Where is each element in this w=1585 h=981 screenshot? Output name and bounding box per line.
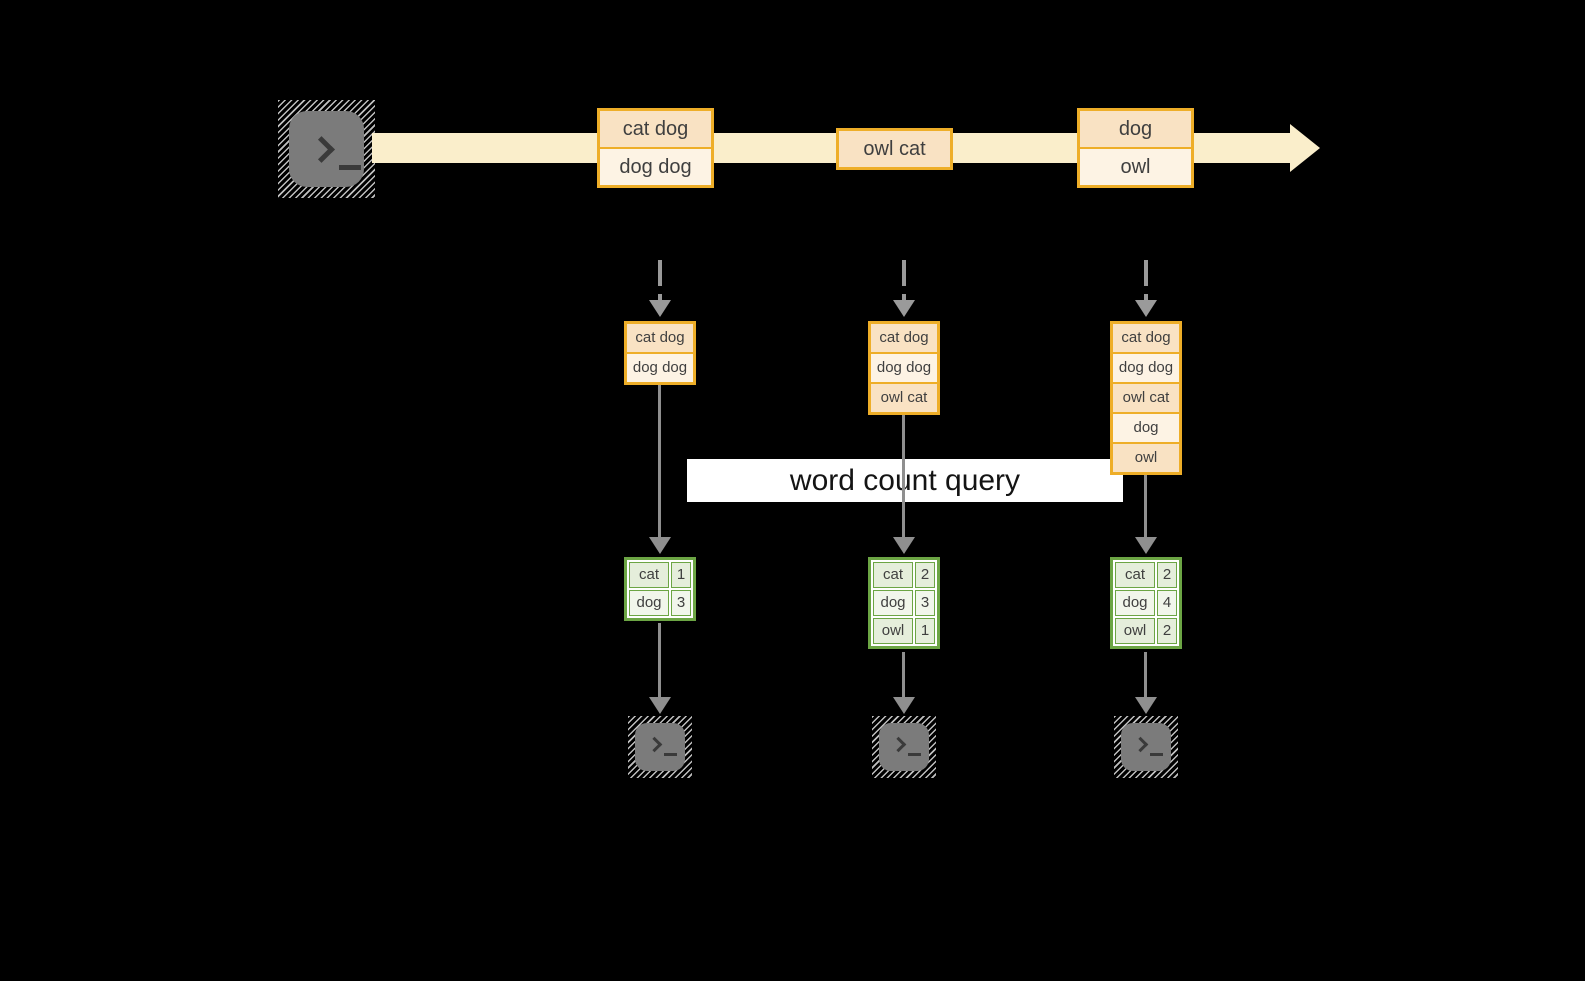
terminal-body: [635, 723, 685, 771]
source-terminal-icon: [278, 100, 375, 198]
count-cell: 2: [1157, 562, 1177, 588]
dashed-arrowhead-icon: [649, 300, 671, 317]
terminal-cursor-icon: [1150, 753, 1163, 756]
connector-line: [902, 652, 905, 698]
word-count-table: cat 1 dog 3: [624, 557, 696, 621]
connector-line: [1144, 652, 1147, 698]
arrowhead-icon: [649, 697, 671, 714]
count-cell: 1: [671, 562, 691, 588]
stream-record-cell: dog: [1080, 111, 1191, 147]
terminal-prompt-icon: [1132, 736, 1149, 753]
stream-record: dog owl: [1077, 108, 1194, 188]
connector-line: [1144, 475, 1147, 538]
word-cell: cat: [873, 562, 913, 588]
dashed-arrow: [658, 260, 662, 302]
state-buffer: cat dog dog dog: [624, 321, 696, 385]
connector-line: [902, 415, 905, 538]
state-cell: cat dog: [1113, 324, 1179, 352]
stream-record: owl cat: [836, 128, 953, 170]
query-label-banner: word count query: [687, 459, 1123, 502]
state-cell: dog dog: [1113, 352, 1179, 382]
state-buffer: cat dog dog dog owl cat: [868, 321, 940, 415]
sink-terminal-icon: [1114, 716, 1178, 778]
count-cell: 4: [1157, 590, 1177, 616]
word-cell: dog: [1115, 590, 1155, 616]
terminal-body: [1121, 723, 1171, 771]
stream-record-cell: cat dog: [600, 111, 711, 147]
count-cell: 3: [671, 590, 691, 616]
word-cell: owl: [873, 618, 913, 644]
count-cell: 2: [915, 562, 935, 588]
terminal-cursor-icon: [908, 753, 921, 756]
word-cell: owl: [1115, 618, 1155, 644]
state-cell: dog dog: [627, 352, 693, 382]
word-cell: cat: [629, 562, 669, 588]
terminal-prompt-icon: [308, 136, 335, 163]
state-cell: owl: [1113, 442, 1179, 472]
arrowhead-icon: [649, 537, 671, 554]
state-cell: owl cat: [1113, 382, 1179, 412]
terminal-prompt-icon: [890, 736, 907, 753]
connector-line: [658, 385, 661, 538]
sink-terminal-icon: [872, 716, 936, 778]
stream-arrowhead-icon: [1290, 124, 1320, 172]
count-cell: 1: [915, 618, 935, 644]
state-cell: dog: [1113, 412, 1179, 442]
terminal-cursor-icon: [339, 165, 361, 170]
sink-terminal-icon: [628, 716, 692, 778]
stream-record-cell: owl: [1080, 147, 1191, 185]
terminal-body: [879, 723, 929, 771]
arrowhead-icon: [893, 697, 915, 714]
count-cell: 3: [915, 590, 935, 616]
state-buffer: cat dog dog dog owl cat dog owl: [1110, 321, 1182, 475]
connector-line: [658, 623, 661, 698]
terminal-cursor-icon: [664, 753, 677, 756]
stream-record-cell: owl cat: [839, 131, 950, 167]
arrowhead-icon: [1135, 697, 1157, 714]
word-cell: cat: [1115, 562, 1155, 588]
word-cell: dog: [873, 590, 913, 616]
dashed-arrow: [1144, 260, 1148, 302]
state-cell: cat dog: [627, 324, 693, 352]
stream-record: cat dog dog dog: [597, 108, 714, 188]
word-count-table: cat 2 dog 4 owl 2: [1110, 557, 1182, 649]
count-cell: 2: [1157, 618, 1177, 644]
dashed-arrow: [902, 260, 906, 302]
terminal-prompt-icon: [646, 736, 663, 753]
state-cell: cat dog: [871, 324, 937, 352]
state-cell: dog dog: [871, 352, 937, 382]
word-count-table: cat 2 dog 3 owl 1: [868, 557, 940, 649]
terminal-body: [289, 111, 364, 187]
stream-record-cell: dog dog: [600, 147, 711, 185]
state-cell: owl cat: [871, 382, 937, 412]
dashed-arrowhead-icon: [893, 300, 915, 317]
dashed-arrowhead-icon: [1135, 300, 1157, 317]
arrowhead-icon: [1135, 537, 1157, 554]
arrowhead-icon: [893, 537, 915, 554]
word-cell: dog: [629, 590, 669, 616]
